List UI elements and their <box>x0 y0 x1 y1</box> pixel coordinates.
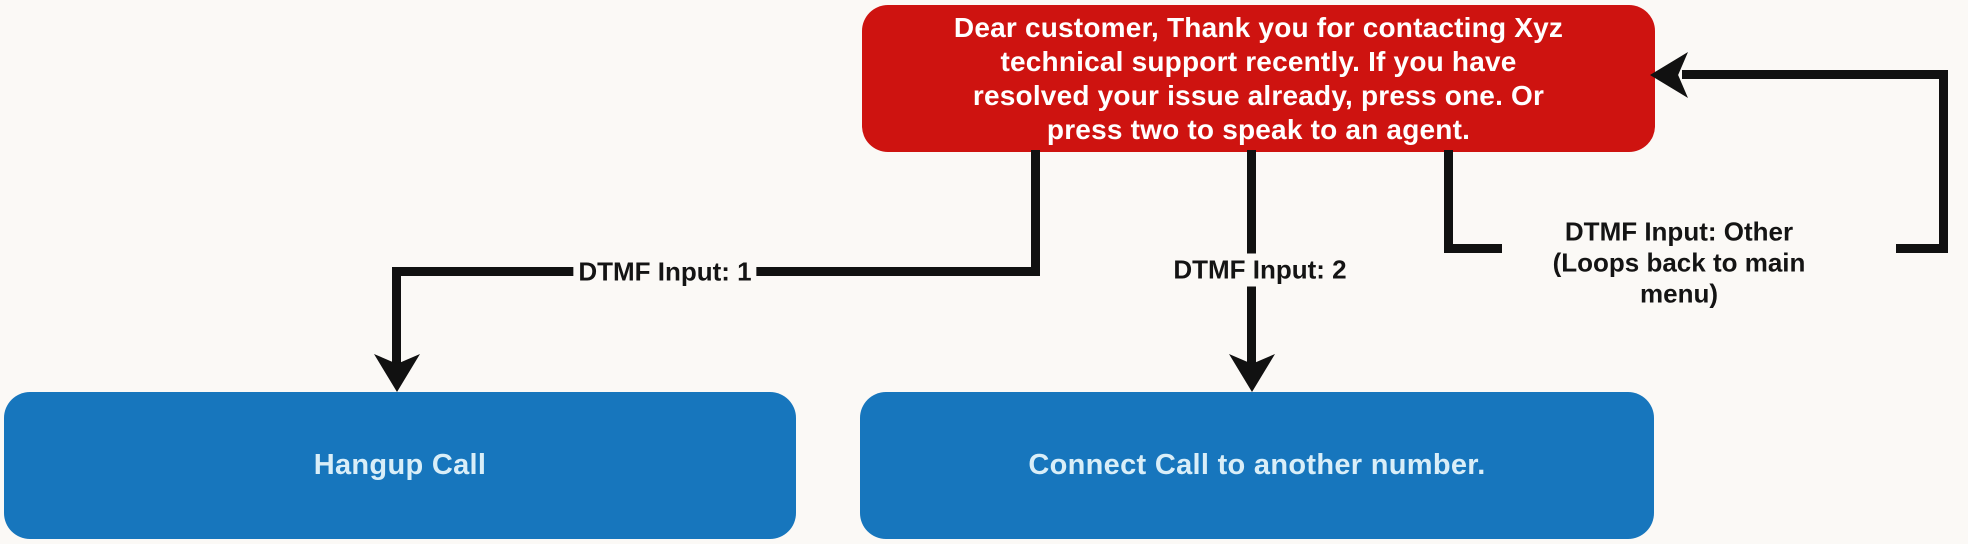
connector-other-vertical-up <box>1939 70 1948 253</box>
connector-other-left-stub <box>1444 244 1502 253</box>
hangup-call-label: Hangup Call <box>313 449 487 481</box>
connector-other-right-stub <box>1896 244 1948 253</box>
ivr-prompt-text: Dear customer, Thank you for contacting … <box>953 11 1564 145</box>
ivr-prompt-node: Dear customer, Thank you for contacting … <box>862 5 1655 152</box>
dtmf-input-1-label: DTMF Input: 1 <box>573 255 757 289</box>
connector-other-horizontal-top <box>1682 70 1948 79</box>
dtmf-input-other-label: DTMF Input: Other (Loops back to main me… <box>1552 216 1806 309</box>
connector-other-vertical-from-prompt <box>1444 150 1453 253</box>
connector-dtmf1-vertical-from-prompt <box>1031 150 1040 276</box>
dtmf-input-2-label: DTMF Input: 2 <box>1168 253 1352 287</box>
hangup-call-node: Hangup Call <box>4 392 796 539</box>
connect-call-node: Connect Call to another number. <box>860 392 1654 539</box>
connect-call-label: Connect Call to another number. <box>1028 449 1486 481</box>
connector-dtmf1-vertical-to-hangup <box>392 267 401 366</box>
